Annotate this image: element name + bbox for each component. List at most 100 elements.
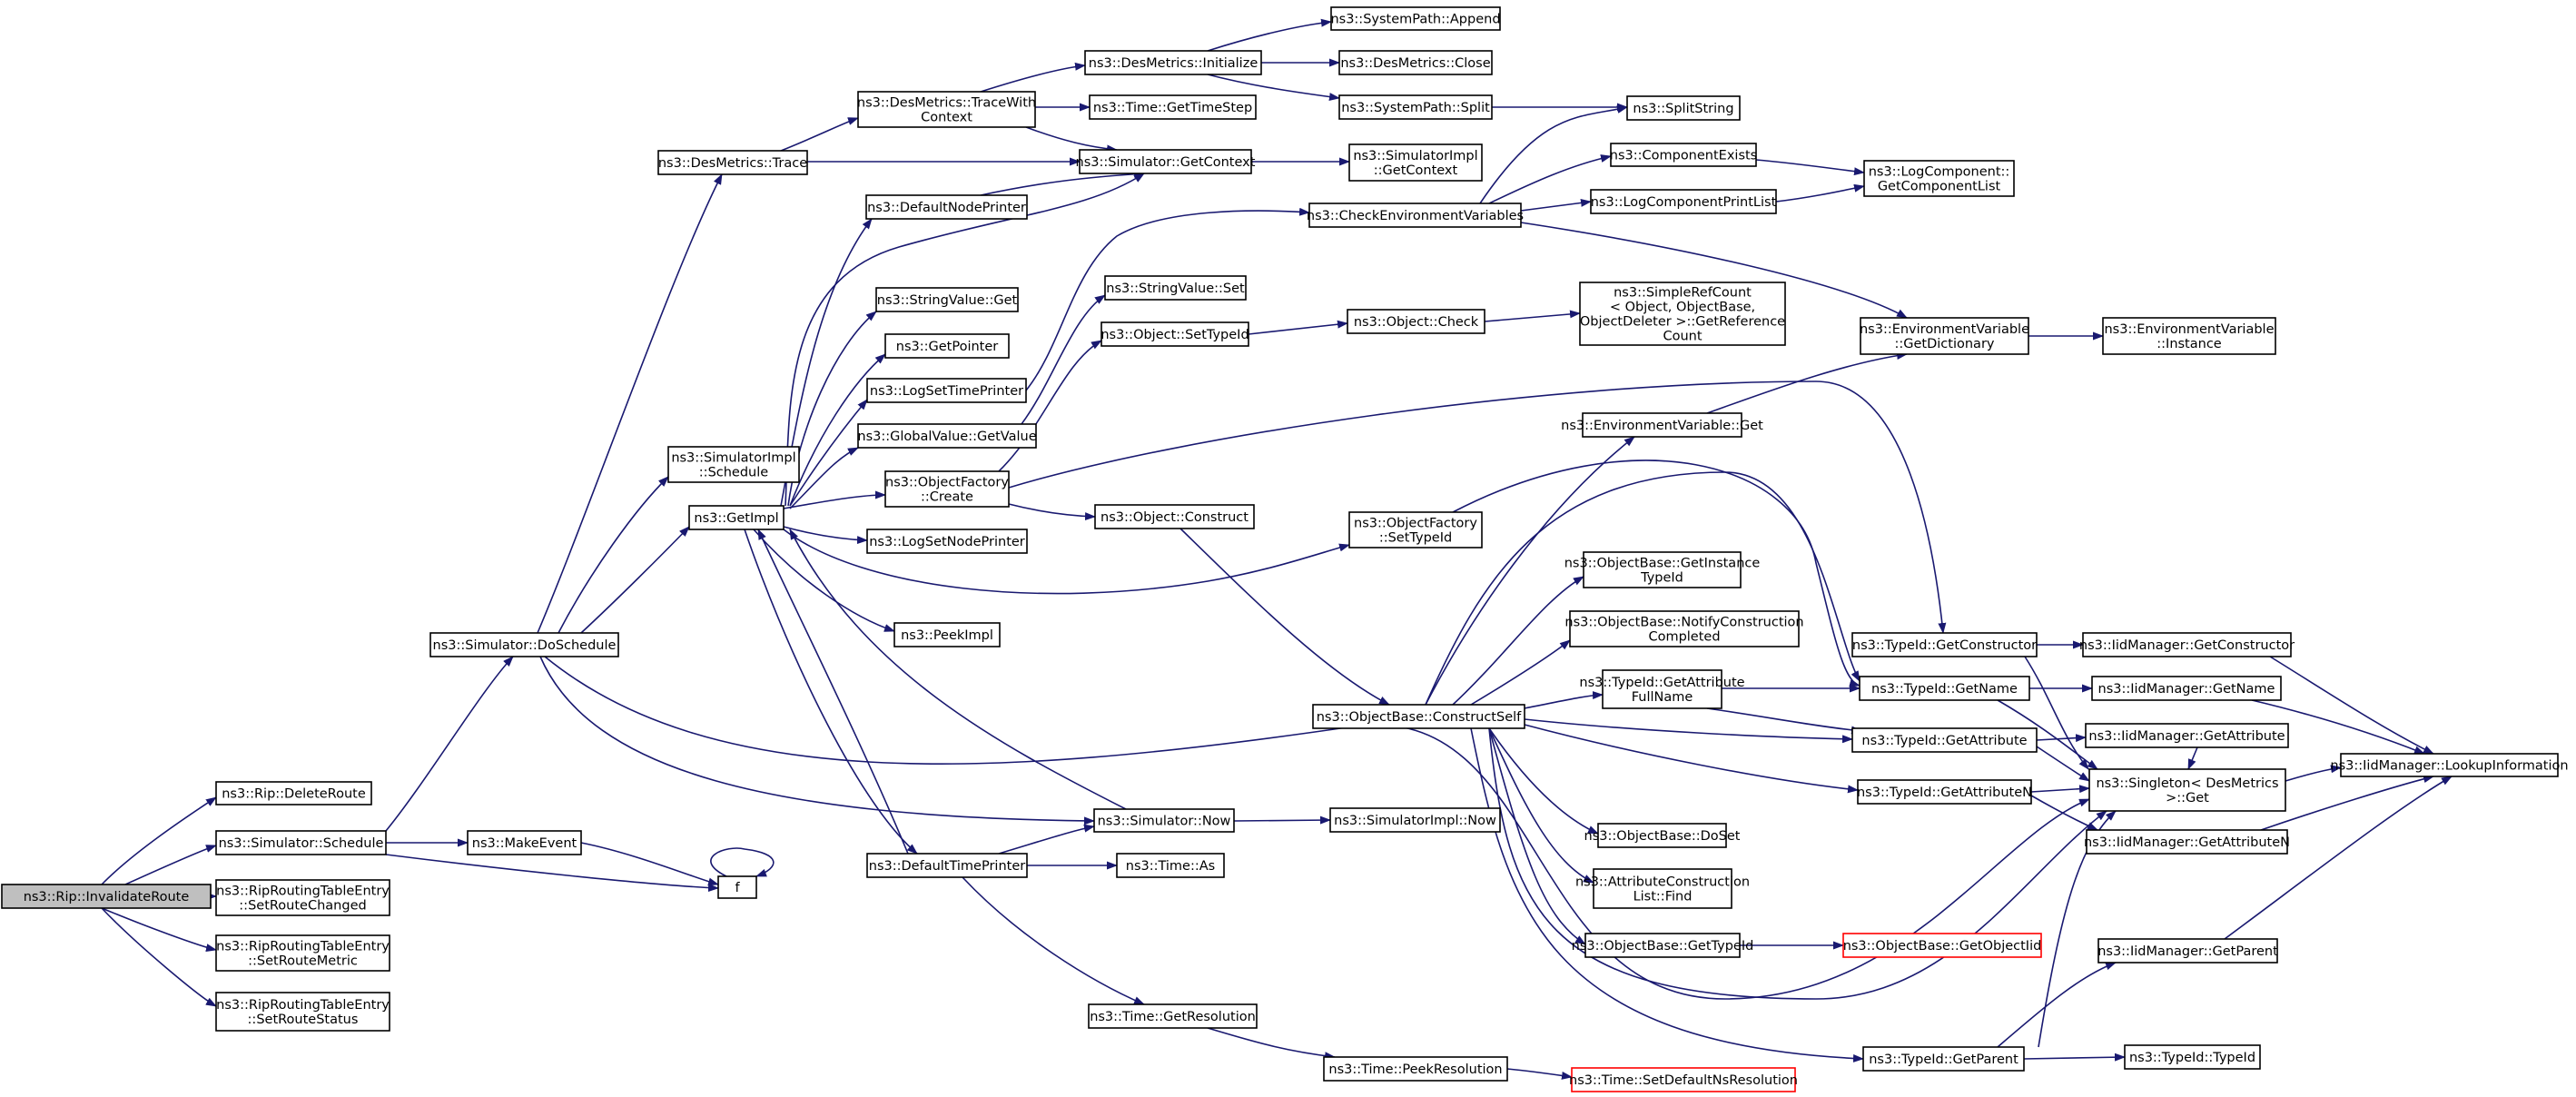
- node-box: [215, 934, 390, 972]
- node-singletonGet[interactable]: ns3::Singleton< DesMetrics >::Get: [2088, 768, 2286, 812]
- node-objectSetTypeId[interactable]: ns3::Object::SetTypeId: [1100, 321, 1249, 347]
- edge-traceWithContext-to-desInit: [980, 62, 1086, 93]
- node-timeGetResolution[interactable]: ns3::Time::GetResolution: [1088, 1003, 1258, 1029]
- node-objectBaseGetTypeId[interactable]: ns3::ObjectBase::GetTypeId: [1572, 933, 1754, 958]
- node-logSetNodePrinter[interactable]: ns3::LogSetNodePrinter: [866, 529, 1028, 554]
- node-timePeekResolution[interactable]: ns3::Time::PeekResolution: [1323, 1056, 1508, 1082]
- node-setRouteStatus[interactable]: ns3::RipRoutingTableEntry::SetRouteStatu…: [215, 992, 390, 1032]
- edge-timeGetResolution-to-timePeekResolution: [1207, 1027, 1336, 1061]
- node-makeEvent[interactable]: ns3::MakeEvent: [467, 830, 582, 855]
- node-typeIdTypeId[interactable]: ns3::TypeId::TypeId: [2124, 1044, 2261, 1070]
- node-logCompPrintList[interactable]: ns3::LogComponentPrintList: [1590, 189, 1777, 214]
- edge-doSchedule-to-simNow: [539, 656, 1095, 825]
- node-label: ns3::PeekImpl: [901, 628, 993, 643]
- node-label: ns3::EnvironmentVariable: [2104, 322, 2274, 337]
- node-iidGetConstructor[interactable]: ns3::IidManager::GetConstructor: [2079, 632, 2295, 657]
- edge-constructSelf-to-objectBaseGetTypeId: [1488, 727, 1586, 945]
- node-simImplGetContext[interactable]: ns3::SimulatorImpl::GetContext: [1348, 143, 1483, 182]
- node-getObjectIid[interactable]: ns3::ObjectBase::GetObjectIid: [1842, 933, 2042, 958]
- node-defaultTimePrinter[interactable]: ns3::DefaultTimePrinter: [866, 853, 1028, 878]
- node-stringValueSet[interactable]: ns3::StringValue::Set: [1104, 275, 1247, 301]
- node-objFactoryCreate[interactable]: ns3::ObjectFactory::Create: [884, 470, 1010, 508]
- node-box: [1084, 50, 1262, 75]
- node-defaultNodePrinter[interactable]: ns3::DefaultNodePrinter: [865, 194, 1028, 220]
- node-simImplSchedule[interactable]: ns3::SimulatorImpl::Schedule: [667, 446, 800, 483]
- node-simpleRefCount[interactable]: ns3::SimpleRefCount< Object, ObjectBase,…: [1579, 282, 1786, 346]
- edge-constructSelf-to-typeIdGetName: [1425, 471, 1860, 706]
- node-lookupInformation[interactable]: ns3::IidManager::LookupInformation: [2330, 753, 2569, 777]
- node-label: ns3::MakeEvent: [472, 836, 577, 851]
- node-getTimeStep[interactable]: ns3::Time::GetTimeStep: [1089, 94, 1257, 120]
- node-label: ::Create: [921, 490, 973, 505]
- node-constructSelf[interactable]: ns3::ObjectBase::ConstructSelf: [1312, 704, 1525, 729]
- node-logCompGetList[interactable]: ns3::LogComponent::GetComponentList: [1863, 160, 2015, 197]
- node-envGetDictionary[interactable]: ns3::EnvironmentVariable::GetDictionary: [1860, 317, 2029, 355]
- node-label: ns3::Simulator::Schedule: [219, 836, 384, 851]
- node-objectConstruct[interactable]: ns3::Object::Construct: [1094, 504, 1255, 529]
- node-getPointer[interactable]: ns3::GetPointer: [884, 333, 1010, 359]
- node-envInstance[interactable]: ns3::EnvironmentVariable::Instance: [2102, 317, 2276, 355]
- node-desInit[interactable]: ns3::DesMetrics::Initialize: [1084, 50, 1262, 75]
- node-objFactorySetTypeId[interactable]: ns3::ObjectFactory::SetTypeId: [1348, 511, 1483, 548]
- node-peekImpl[interactable]: ns3::PeekImpl: [893, 622, 1001, 647]
- node-setRouteMetric[interactable]: ns3::RipRoutingTableEntry::SetRouteMetri…: [215, 934, 390, 972]
- node-simNow[interactable]: ns3::Simulator::Now: [1093, 808, 1235, 833]
- node-box: [1330, 6, 1501, 31]
- node-box: [657, 150, 808, 175]
- node-typeIdGetConstructor[interactable]: ns3::TypeId::GetConstructor: [1851, 632, 2038, 657]
- node-sysSplit[interactable]: ns3::SystemPath::Split: [1338, 94, 1493, 120]
- node-notifyConstruction[interactable]: ns3::ObjectBase::NotifyConstructionCompl…: [1564, 610, 1804, 647]
- node-typeIdGetAttributeN[interactable]: ns3::TypeId::GetAttributeN: [1857, 779, 2032, 805]
- node-label: ns3::ObjectBase::GetObjectIid: [1843, 939, 2042, 954]
- node-objectCheck[interactable]: ns3::Object::Check: [1347, 309, 1485, 334]
- node-deleteRoute[interactable]: ns3::Rip::DeleteRoute: [215, 781, 372, 805]
- node-iidGetAttributeN[interactable]: ns3::IidManager::GetAttributeN: [2084, 829, 2290, 855]
- node-label: ns3::Simulator::Now: [1098, 815, 1231, 829]
- node-getImpl[interactable]: ns3::GetImpl: [688, 505, 785, 530]
- edge-getImpl-to-stringValueGet: [787, 311, 877, 507]
- node-setDefaultNsResolution[interactable]: ns3::Time::SetDefaultNsResolution: [1569, 1067, 1798, 1092]
- node-label: ::SetRouteChanged: [239, 899, 366, 914]
- node-componentExists[interactable]: ns3::ComponentExists: [1610, 143, 1758, 167]
- node-globalValueGet[interactable]: ns3::GlobalValue::GetValue: [857, 423, 1037, 449]
- node-root[interactable]: ns3::Rip::InvalidateRoute: [1, 884, 212, 909]
- node-iidGetAttribute[interactable]: ns3::IidManager::GetAttribute: [2085, 723, 2289, 748]
- edge-typeIdGetAttribute-to-singletonGet: [2036, 746, 2090, 782]
- node-doSchedule[interactable]: ns3::Simulator::DoSchedule: [429, 632, 619, 657]
- node-splitString[interactable]: ns3::SplitString: [1626, 95, 1741, 121]
- node-envGet[interactable]: ns3::EnvironmentVariable::Get: [1561, 412, 1763, 438]
- node-label: ns3::EnvironmentVariable::Get: [1561, 419, 1763, 433]
- node-typeIdGetAttribute[interactable]: ns3::TypeId::GetAttribute: [1851, 727, 2038, 753]
- node-desClose[interactable]: ns3::DesMetrics::Close: [1338, 50, 1493, 75]
- node-box: [1859, 676, 2030, 701]
- node-f[interactable]: f: [717, 875, 757, 899]
- node-label: ns3::SystemPath::Append: [1330, 13, 1500, 27]
- node-desTrace[interactable]: ns3::DesMetrics::Trace: [657, 150, 808, 175]
- node-box: [2091, 676, 2282, 701]
- node-box: [1348, 511, 1483, 548]
- node-box: [215, 992, 390, 1032]
- node-iidGetName[interactable]: ns3::IidManager::GetName: [2091, 676, 2282, 701]
- node-typeIdGetName[interactable]: ns3::TypeId::GetName: [1859, 676, 2030, 701]
- node-stringValueGet[interactable]: ns3::StringValue::Get: [875, 287, 1019, 312]
- node-box: [215, 879, 390, 916]
- node-sysAppend[interactable]: ns3::SystemPath::Append: [1330, 6, 1501, 31]
- edge-typeIdGetAttributeN-to-iidGetAttributeN: [2030, 795, 2098, 831]
- node-box: [2340, 753, 2559, 777]
- node-setRouteChanged[interactable]: ns3::RipRoutingTableEntry::SetRouteChang…: [215, 879, 390, 916]
- node-label: ns3::GetImpl: [694, 511, 778, 526]
- node-simImplNow[interactable]: ns3::SimulatorImpl::Now: [1329, 807, 1501, 833]
- node-checkEnv[interactable]: ns3::CheckEnvironmentVariables: [1307, 203, 1524, 228]
- node-objectBaseDoSet[interactable]: ns3::ObjectBase::DoSet: [1584, 823, 1741, 848]
- node-logSetTimePrinter[interactable]: ns3::LogSetTimePrinter: [866, 378, 1027, 403]
- node-schedule[interactable]: ns3::Simulator::Schedule: [215, 830, 387, 855]
- edge-iidGetConstructor-to-lookupInformation: [2269, 656, 2434, 755]
- node-getContext[interactable]: ns3::Simulator::GetContext: [1076, 149, 1256, 174]
- node-typeIdGetParent[interactable]: ns3::TypeId::GetParent: [1862, 1046, 2025, 1072]
- node-iidGetParent[interactable]: ns3::IidManager::GetParent: [2097, 938, 2278, 964]
- node-timeAs[interactable]: ns3::Time::As: [1116, 853, 1225, 878]
